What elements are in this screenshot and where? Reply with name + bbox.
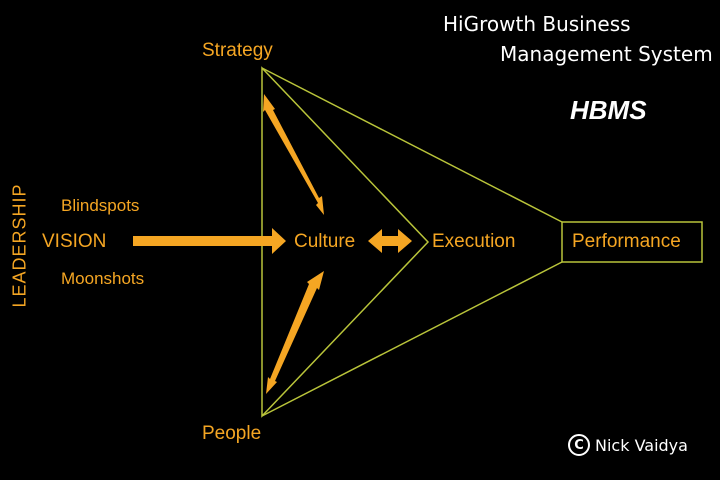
vision-arrow (133, 228, 286, 254)
vision-label: VISION (42, 231, 107, 252)
culture-execution-arrow (368, 229, 412, 253)
performance-box (561, 221, 703, 263)
leadership-label-container: LEADERSHIP (5, 180, 35, 310)
people-culture-arrow (266, 271, 324, 394)
execution-label: Execution (432, 231, 516, 252)
performance-label: Performance (572, 231, 681, 252)
moonshots-label: Moonshots (61, 269, 145, 288)
title-line-1: HiGrowth Business (443, 12, 631, 36)
leadership-label: LEADERSHIP (9, 182, 30, 308)
copyright-icon: C (568, 434, 590, 456)
blindspots-label: Blindspots (61, 196, 140, 215)
people-label: People (202, 423, 262, 444)
funnel-lines (261, 67, 563, 417)
culture-label: Culture (294, 231, 356, 252)
strategy-label: Strategy (202, 40, 273, 61)
hbms-abbreviation: HBMS (570, 95, 647, 125)
strategy-culture-arrow (263, 94, 324, 215)
title-line-2: Management System (500, 42, 713, 66)
copyright-notice: C Nick Vaidya (568, 434, 688, 456)
author-name: Nick Vaidya (595, 435, 688, 455)
